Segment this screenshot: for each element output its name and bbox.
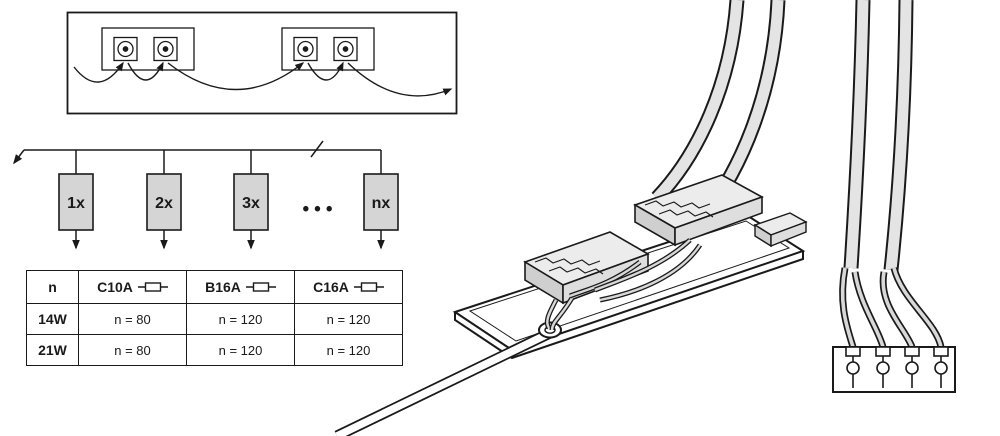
row-label-14w: 14W [26, 303, 79, 335]
driver-units [58, 173, 399, 231]
ellipsis: ••• [303, 199, 338, 220]
luminaire-1 [101, 27, 195, 71]
driver-unit-1 [58, 173, 94, 231]
unit-label-3: 3x [242, 195, 260, 212]
driver-unit-labels: 1x 2x 3x nx ••• [67, 195, 390, 220]
cell-14w-b16a: n = 120 [186, 303, 295, 335]
table-row-21w: 21W n = 80 n = 120 n = 120 [26, 334, 403, 366]
wire-break-mark [310, 140, 324, 158]
cell-14w-c10a: n = 80 [78, 303, 187, 335]
table-header-row: n C10A B16A [26, 270, 403, 304]
supply-arrow [13, 149, 25, 165]
row-label-21w: 21W [26, 334, 79, 366]
clamp-connector [753, 212, 808, 248]
header-c16a: C16A [294, 270, 403, 304]
unit-label-n: nx [372, 195, 391, 212]
header-b16a-label: B16A [205, 279, 241, 295]
table-row-14w: 14W n = 80 n = 120 n = 120 [26, 303, 403, 335]
unit-label-2: 2x [155, 195, 173, 212]
terminal-block-b [633, 174, 764, 247]
luminaire-2 [281, 27, 375, 71]
schematic-frame [66, 11, 458, 115]
driver-unit-n [363, 173, 399, 231]
unit-label-1: 1x [67, 195, 85, 212]
fan-wires [839, 266, 945, 349]
terminal-block-a [523, 231, 650, 305]
header-n: n [26, 270, 79, 304]
header-c10a: C10A [78, 270, 187, 304]
chain-wiring [13, 140, 385, 250]
device-tray [452, 214, 806, 360]
loop-through-schematic [66, 11, 458, 115]
fuse-icon [245, 282, 276, 292]
fuse-icon [353, 282, 384, 292]
header-c10a-label: C10A [97, 279, 133, 295]
header-n-label: n [48, 279, 57, 295]
cell-21w-c16a: n = 120 [294, 334, 403, 366]
header-c16a-label: C16A [313, 279, 349, 295]
supply-cable [334, 327, 555, 436]
cell-21w-c10a: n = 80 [78, 334, 187, 366]
plug-cables [843, 0, 914, 271]
max-luminaires-table: n C10A B16A [26, 270, 403, 366]
fuse-icon [137, 282, 168, 292]
plug-connector [832, 346, 956, 393]
driver-unit-2 [146, 173, 182, 231]
cell-21w-b16a: n = 120 [186, 334, 295, 366]
cell-14w-c16a: n = 120 [294, 303, 403, 335]
daisy-chain-diagram: 1x 2x 3x nx ••• [13, 140, 399, 250]
header-b16a: B16A [186, 270, 295, 304]
connector-pins [845, 346, 949, 388]
internal-wires [544, 238, 703, 331]
driver-unit-3 [233, 173, 269, 231]
loop-wiring-arrows [73, 61, 453, 97]
